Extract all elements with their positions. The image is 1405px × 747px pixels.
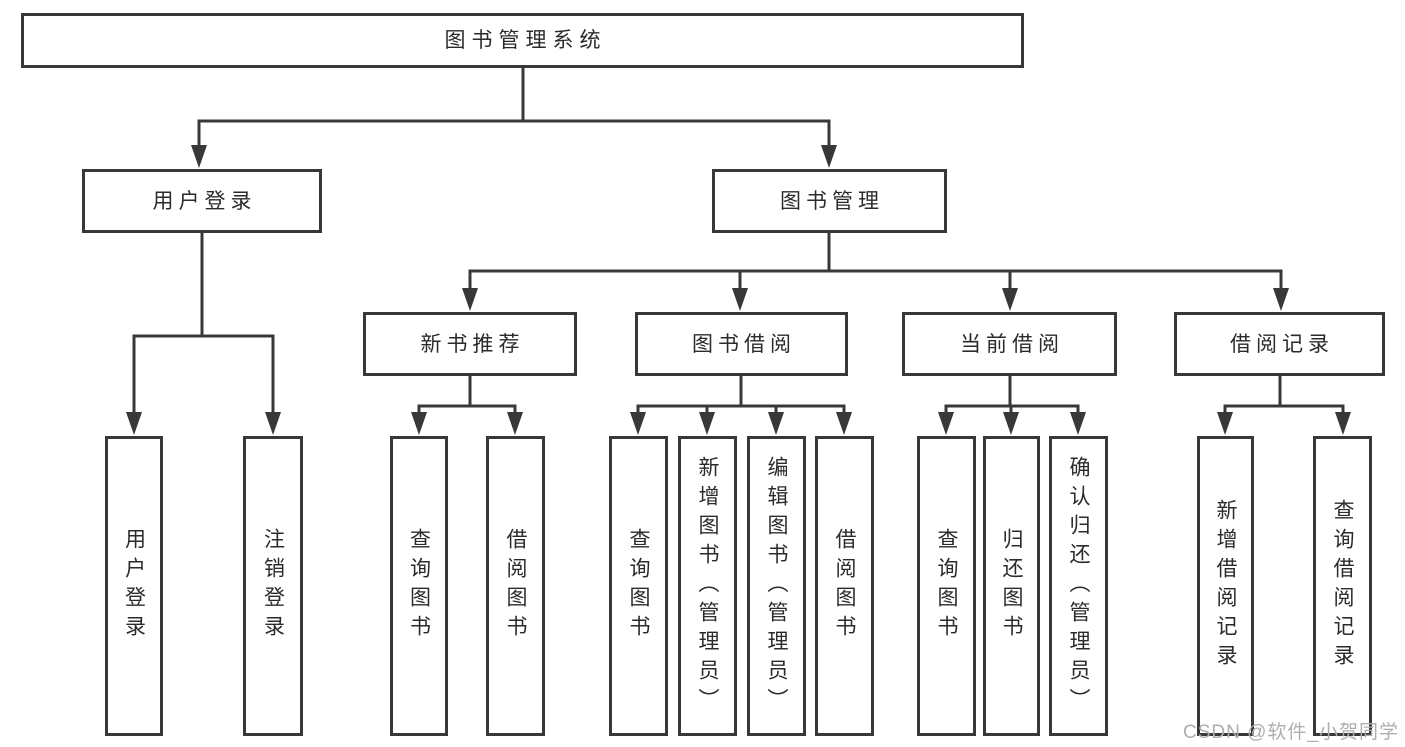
leaf-borrow-query-books-label: 查询图书 — [627, 528, 650, 644]
node-borrowing-records-label: 借阅记录 — [1230, 332, 1334, 356]
leaf-add-books-admin-label: 新增图书（管理员） — [696, 455, 719, 717]
node-book-management: 图书管理 — [712, 169, 947, 233]
leaf-newbooks-query-books: 查询图书 — [390, 436, 448, 736]
leaf-edit-books-admin: 编辑图书（管理员） — [747, 436, 806, 736]
leaf-confirm-return-admin-label: 确认归还（管理员） — [1067, 455, 1090, 717]
node-borrowing-records: 借阅记录 — [1174, 312, 1385, 376]
node-user-login: 用户登录 — [82, 169, 322, 233]
node-root-system: 图书管理系统 — [21, 13, 1024, 68]
leaf-user-login: 用户登录 — [105, 436, 163, 736]
leaf-add-borrow-record: 新增借阅记录 — [1197, 436, 1254, 736]
leaf-current-query-books-label: 查询图书 — [935, 528, 958, 644]
node-book-borrowing-label: 图书借阅 — [692, 332, 796, 356]
leaf-query-borrow-record: 查询借阅记录 — [1313, 436, 1372, 736]
leaf-return-books-label: 归还图书 — [1000, 528, 1023, 644]
leaf-query-borrow-record-label: 查询借阅记录 — [1331, 499, 1354, 673]
node-new-book-recommend: 新书推荐 — [363, 312, 577, 376]
node-book-management-label: 图书管理 — [780, 189, 884, 213]
node-book-borrowing: 图书借阅 — [635, 312, 848, 376]
node-current-borrowing: 当前借阅 — [902, 312, 1117, 376]
leaf-borrow-books-label: 借阅图书 — [833, 528, 856, 644]
csdn-watermark: CSDN @软件_小贺同学 — [1183, 722, 1399, 743]
leaf-user-login-label: 用户登录 — [122, 528, 146, 644]
node-current-borrowing-label: 当前借阅 — [960, 332, 1064, 356]
leaf-add-borrow-record-label: 新增借阅记录 — [1214, 499, 1237, 673]
leaf-return-books: 归还图书 — [983, 436, 1040, 736]
leaf-confirm-return-admin: 确认归还（管理员） — [1049, 436, 1108, 736]
leaf-borrow-books: 借阅图书 — [815, 436, 874, 736]
node-new-book-recommend-label: 新书推荐 — [420, 332, 525, 356]
leaf-borrow-query-books: 查询图书 — [609, 436, 668, 736]
node-root-label: 图书管理系统 — [444, 29, 607, 52]
leaf-logout-label: 注销登录 — [261, 528, 285, 644]
leaf-newbooks-borrow-books-label: 借阅图书 — [504, 528, 527, 644]
leaf-logout: 注销登录 — [243, 436, 303, 736]
leaf-add-books-admin: 新增图书（管理员） — [678, 436, 737, 736]
leaf-edit-books-admin-label: 编辑图书（管理员） — [765, 455, 788, 717]
leaf-newbooks-borrow-books: 借阅图书 — [486, 436, 545, 736]
leaf-newbooks-query-books-label: 查询图书 — [407, 528, 431, 644]
node-user-login-label: 用户登录 — [152, 189, 257, 213]
leaf-current-query-books: 查询图书 — [917, 436, 976, 736]
